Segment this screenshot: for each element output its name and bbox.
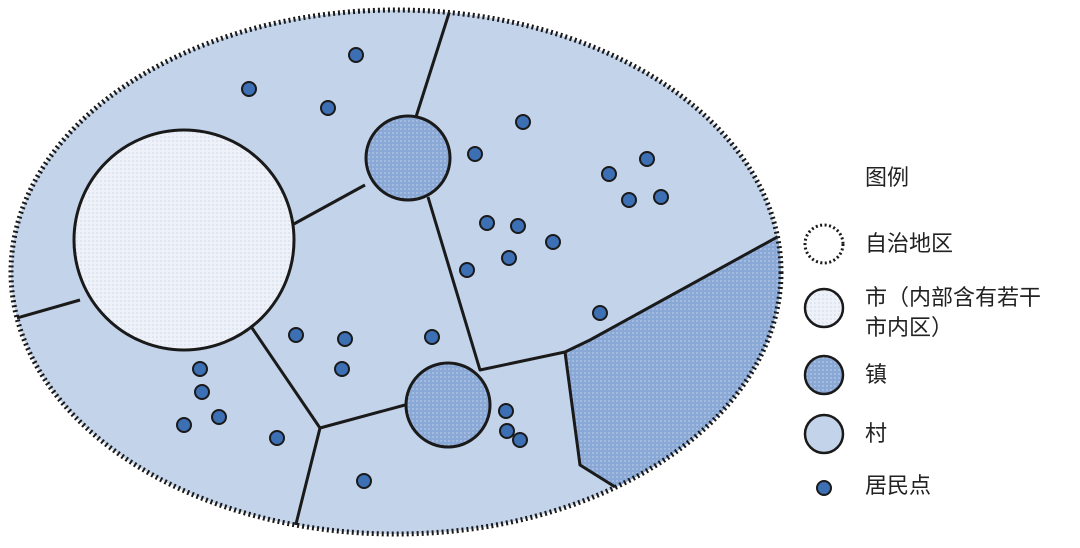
settlement: [621, 192, 637, 208]
legend-label: 市（内部含有若干 市内区）: [865, 286, 1042, 341]
settlement: [176, 417, 192, 433]
settlement: [348, 47, 364, 63]
settlement: [320, 100, 336, 116]
settlement-swatch-icon: [816, 480, 832, 496]
settlement: [515, 114, 531, 130]
settlement: [501, 250, 517, 266]
settlement: [498, 403, 514, 419]
city: [72, 128, 296, 352]
settlement: [545, 234, 561, 250]
settlement: [601, 166, 617, 182]
settlement: [334, 361, 350, 377]
settlement: [653, 189, 669, 205]
settlement: [288, 327, 304, 343]
regional-hierarchy-diagram: [8, 7, 784, 537]
settlement: [512, 432, 528, 448]
town-swatch-icon: [803, 354, 845, 396]
settlements: [176, 47, 669, 489]
boundary-town-east: [563, 351, 621, 492]
legend-label: 居民点: [865, 474, 932, 499]
settlement: [192, 361, 208, 377]
town-north: [364, 114, 452, 202]
town-south: [404, 361, 492, 449]
settlement: [592, 305, 608, 321]
settlement: [269, 430, 285, 446]
settlement: [499, 423, 515, 439]
settlement: [467, 146, 483, 162]
settlement: [424, 329, 440, 345]
autonomous-region-swatch-icon: [803, 223, 845, 265]
legend-label: 自治地区: [865, 232, 954, 257]
boundary-west: [11, 298, 81, 322]
settlement: [194, 384, 210, 400]
autonomous-region-border: [8, 7, 784, 537]
legend-label: 镇: [865, 363, 888, 388]
legend-title: 图例: [865, 166, 910, 191]
settlement: [337, 331, 353, 347]
village-swatch-icon: [803, 413, 845, 455]
settlement: [639, 151, 655, 167]
settlement: [510, 218, 526, 234]
settlement: [211, 409, 227, 425]
settlement: [459, 262, 475, 278]
boundary-city-to-town: [291, 183, 366, 227]
boundary-north: [413, 10, 452, 121]
settlement: [241, 81, 257, 97]
settlement: [356, 473, 372, 489]
city-swatch-icon: [803, 287, 845, 329]
settlement: [479, 215, 495, 231]
legend-label: 村: [865, 422, 888, 447]
